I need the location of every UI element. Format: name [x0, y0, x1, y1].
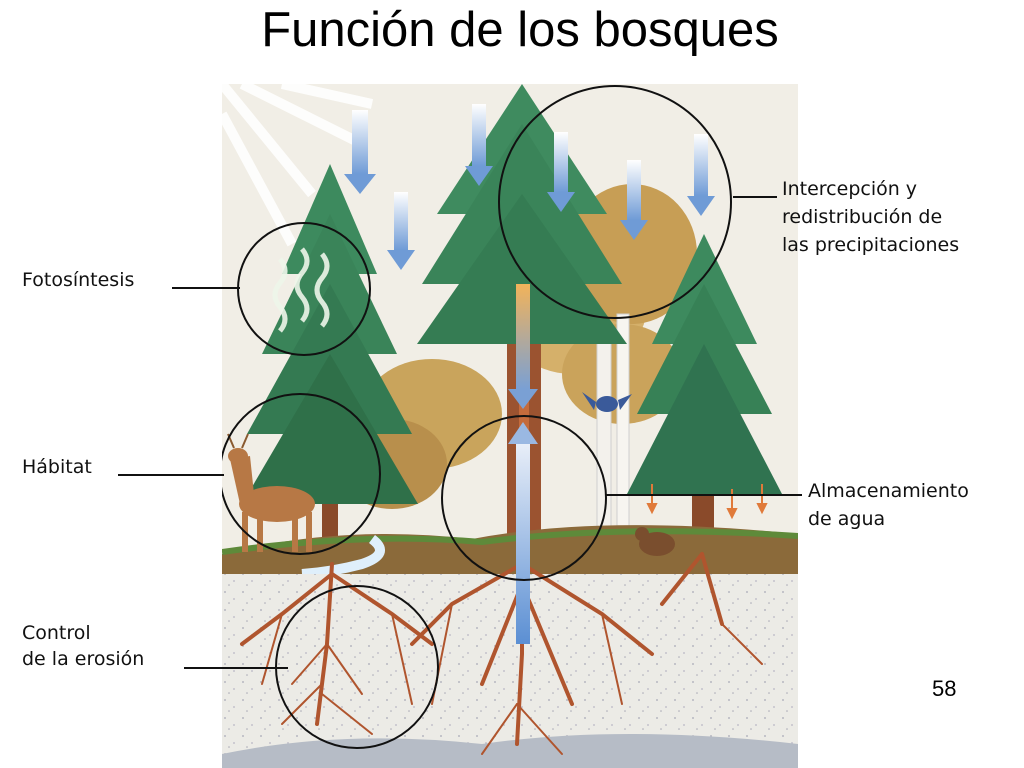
stream	[301, 535, 385, 579]
deer-icon	[227, 433, 315, 552]
slide-title: Función de los bosques	[261, 3, 779, 57]
circle-photosynthesis	[237, 222, 371, 356]
bear-icon	[635, 527, 675, 556]
label-habitat: Hábitat	[22, 456, 92, 478]
photosynthesis-wave-icon	[272, 247, 330, 333]
water-flow-arrow-icon	[508, 284, 538, 644]
label-storage-line1: Almacenamiento	[808, 480, 969, 502]
rain-arrow-icon	[344, 104, 715, 270]
leader-line-habitat	[118, 474, 224, 476]
sun-rays-icon	[222, 84, 374, 247]
label-interception-line3: las precipitaciones	[782, 234, 960, 256]
circle-interception	[498, 85, 732, 319]
bedrock	[222, 734, 798, 768]
page-number: 58	[932, 676, 957, 701]
label-erosion-line1: Control	[22, 622, 91, 644]
bird-icon	[582, 392, 632, 412]
circle-habitat	[222, 393, 381, 555]
leader-line-interception	[733, 196, 777, 198]
highlight-circles	[222, 85, 732, 749]
circle-water-storage	[441, 415, 607, 581]
leader-line-photosynthesis	[172, 287, 240, 289]
label-interception-line2: redistribución de	[782, 206, 943, 228]
label-photosynthesis: Fotosíntesis	[22, 269, 135, 291]
right-conifer-tree	[627, 234, 782, 554]
label-erosion-line2: de la erosión	[22, 648, 145, 670]
root-system-icon	[240, 552, 763, 755]
leader-line-storage	[606, 494, 802, 496]
soil-layer	[222, 574, 798, 768]
forest-functions-illustration	[222, 84, 798, 768]
leader-line-erosion	[184, 667, 288, 669]
label-interception-line1: Intercepción y	[782, 178, 918, 200]
label-storage-line2: de agua	[808, 508, 886, 530]
